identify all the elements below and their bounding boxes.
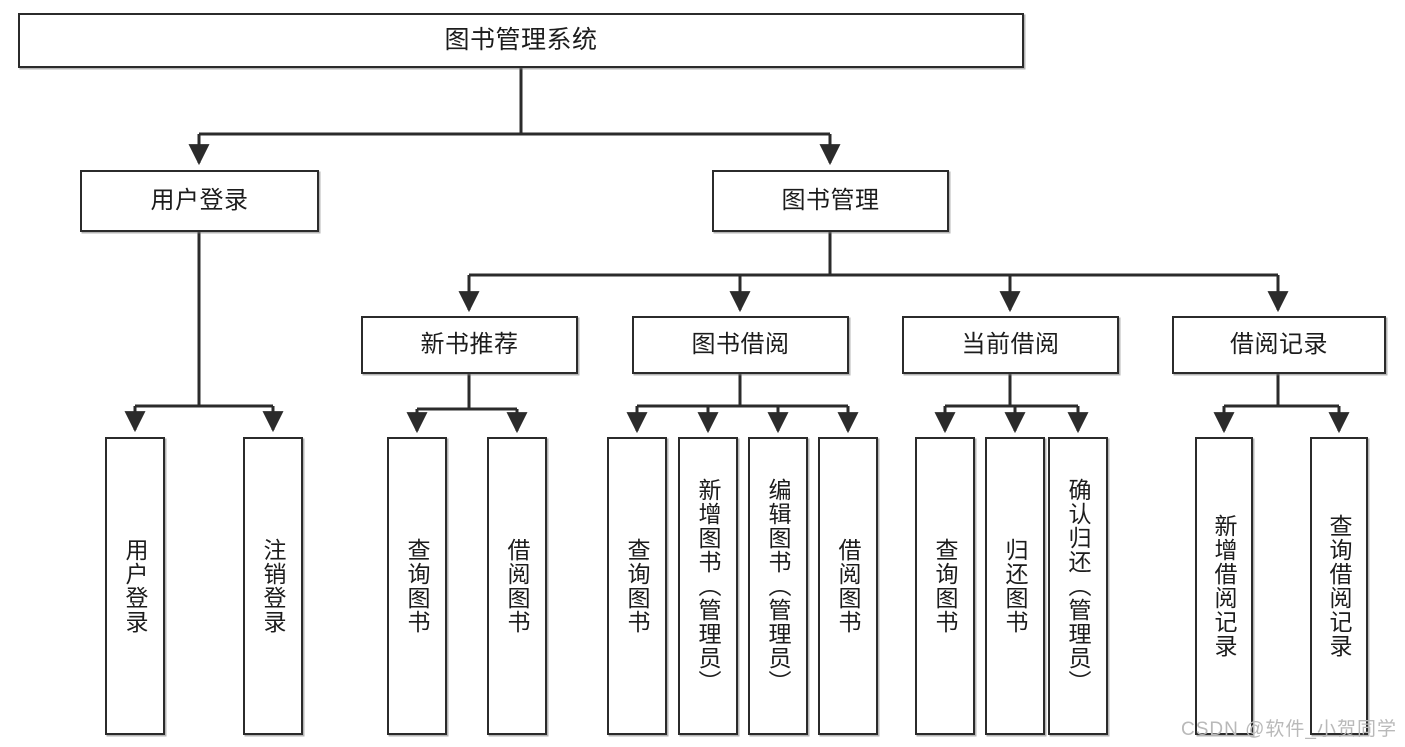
node-label: 用户登录	[150, 187, 249, 215]
node-leaf-query-borrow-record[interactable]: 查询借阅记录	[1310, 437, 1368, 735]
node-leaf-user-login[interactable]: 用户登录	[105, 437, 165, 735]
node-label: 图书管理	[781, 187, 880, 215]
node-label: 查询图书	[624, 538, 651, 634]
node-label: 当前借阅	[961, 331, 1060, 359]
node-current-borrow[interactable]: 当前借阅	[902, 316, 1119, 374]
node-leaf-add-borrow-record[interactable]: 新增借阅记录	[1195, 437, 1253, 735]
node-label: 借阅记录	[1230, 331, 1328, 359]
node-label: 借阅图书	[835, 538, 862, 634]
node-user-login[interactable]: 用户登录	[80, 170, 319, 232]
node-label: 借阅图书	[504, 538, 531, 634]
node-book-borrow[interactable]: 图书借阅	[632, 316, 849, 374]
node-borrow-record[interactable]: 借阅记录	[1172, 316, 1386, 374]
node-book-management[interactable]: 图书管理	[712, 170, 949, 232]
watermark-text: CSDN @软件_小贺同学	[1181, 719, 1397, 740]
node-label: 图书借阅	[691, 331, 790, 359]
node-label: 查询图书	[932, 538, 959, 634]
node-leaf-query-book-borrow[interactable]: 查询图书	[607, 437, 667, 735]
node-label: 新书推荐	[420, 331, 519, 359]
node-leaf-add-book[interactable]: 新增图书（管理员）	[678, 437, 738, 735]
node-leaf-query-book-current[interactable]: 查询图书	[915, 437, 975, 735]
node-root-system[interactable]: 图书管理系统	[18, 13, 1024, 68]
node-leaf-borrow-book[interactable]: 借阅图书	[818, 437, 878, 735]
node-leaf-borrow-book-recommend[interactable]: 借阅图书	[487, 437, 547, 735]
node-leaf-query-book-recommend[interactable]: 查询图书	[387, 437, 447, 735]
node-label: 新增图书（管理员）	[695, 478, 722, 694]
node-label: 查询图书	[404, 538, 431, 634]
node-new-book-recommend[interactable]: 新书推荐	[361, 316, 578, 374]
node-label: 归还图书	[1002, 538, 1029, 634]
node-label: 用户登录	[122, 538, 149, 634]
node-label: 确认归还（管理员）	[1065, 478, 1092, 694]
node-leaf-logout-login[interactable]: 注销登录	[243, 437, 303, 735]
node-label: 查询借阅记录	[1326, 514, 1353, 658]
node-leaf-return-book[interactable]: 归还图书	[985, 437, 1045, 735]
node-label: 新增借阅记录	[1211, 514, 1238, 658]
node-leaf-confirm-return[interactable]: 确认归还（管理员）	[1048, 437, 1108, 735]
node-leaf-edit-book[interactable]: 编辑图书（管理员）	[748, 437, 808, 735]
node-label: 编辑图书（管理员）	[765, 478, 792, 694]
node-label: 注销登录	[260, 538, 287, 634]
node-label: 图书管理系统	[444, 26, 598, 55]
